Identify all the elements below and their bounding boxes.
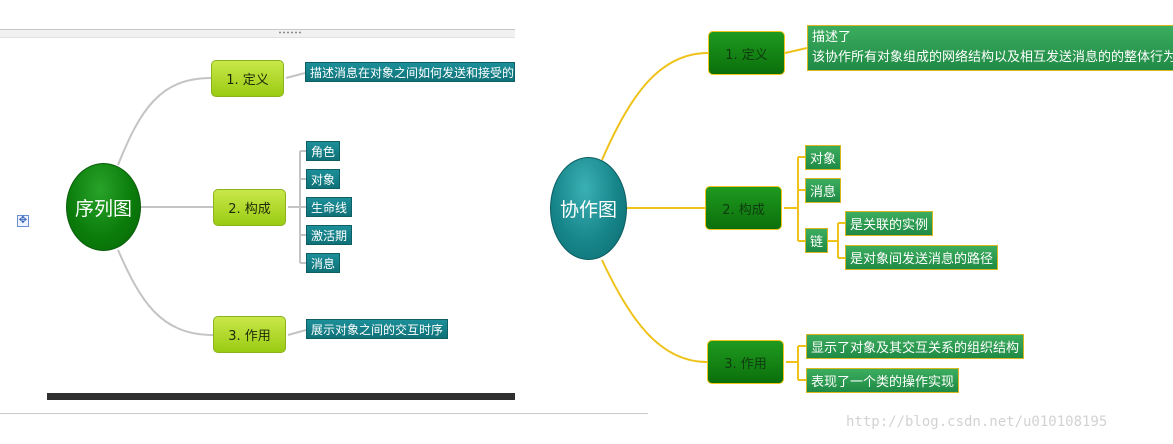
left-leaf-role[interactable]: 角色 — [306, 141, 341, 161]
left-leaf-definition[interactable]: 描述消息在对象之间如何发送和接受的, — [305, 62, 515, 82]
connector-right-def-leaf — [784, 47, 808, 54]
right-branch-definition[interactable]: 1. 定义 — [708, 31, 785, 75]
connector-left-purpose-leaf — [287, 329, 307, 336]
right-leaf-definition-line2: 该协作所有对象组成的网络结构以及相互发送消息的的整体行为 — [812, 50, 1173, 65]
connector-right-link-leaves — [838, 222, 845, 259]
right-branch-purpose[interactable]: 3. 作用 — [707, 340, 784, 384]
right-center-node[interactable]: 协作图 — [550, 157, 627, 260]
connector-right-purpose-leaves — [798, 345, 806, 381]
connector-right-comp-leaves — [798, 156, 805, 242]
left-leaf-object[interactable]: 对象 — [306, 169, 341, 189]
left-leaf-activation[interactable]: 激活期 — [306, 225, 353, 245]
resize-grip-icon[interactable] — [278, 31, 302, 34]
editor-top-frame — [0, 29, 515, 38]
right-leaf-definition-line1: 描述了 — [812, 30, 852, 45]
left-leaf-purpose[interactable]: 展示对象之间的交互时序 — [306, 319, 449, 339]
right-leaf-operation[interactable]: 表现了一个类的操作实现 — [806, 368, 960, 393]
connector-left-definition — [117, 77, 212, 166]
four-arrow-move-icon[interactable]: ✥ — [17, 215, 29, 227]
right-leaf-message[interactable]: 消息 — [805, 178, 842, 203]
left-branch-definition[interactable]: 1. 定义 — [211, 60, 284, 97]
left-branch-composition[interactable]: 2. 构成 — [213, 189, 286, 226]
connector-right-definition — [601, 52, 709, 161]
right-leaf-definition[interactable]: 描述了 该协作所有对象组成的网络结构以及相互发送消息的的整体行为 — [807, 25, 1173, 71]
right-leaf-link-path[interactable]: 是对象间发送消息的路径 — [845, 245, 999, 270]
connector-left-def-leaf — [285, 72, 306, 79]
right-leaf-object[interactable]: 对象 — [805, 145, 842, 170]
right-leaf-link[interactable]: 链 — [805, 228, 829, 253]
left-map-connectors — [117, 72, 307, 336]
connector-right-purpose — [601, 259, 708, 363]
connector-left-comp-leaves — [300, 150, 306, 264]
connector-left-purpose — [117, 249, 214, 336]
left-center-node[interactable]: 序列图 — [66, 163, 141, 251]
left-branch-purpose[interactable]: 3. 作用 — [213, 316, 286, 353]
right-leaf-structure[interactable]: 显示了对象及其交互关系的组织结构 — [806, 334, 1025, 359]
watermark-url: http://blog.csdn.net/u010108195 — [846, 414, 1108, 430]
left-leaf-lifeline[interactable]: 生命线 — [306, 197, 353, 217]
editor-scrollbar[interactable] — [47, 393, 515, 400]
right-branch-composition[interactable]: 2. 构成 — [705, 186, 782, 230]
left-leaf-message[interactable]: 消息 — [306, 253, 341, 273]
right-leaf-link-association[interactable]: 是关联的实例 — [845, 211, 934, 236]
divider — [0, 413, 648, 414]
right-map-connectors — [601, 47, 845, 381]
